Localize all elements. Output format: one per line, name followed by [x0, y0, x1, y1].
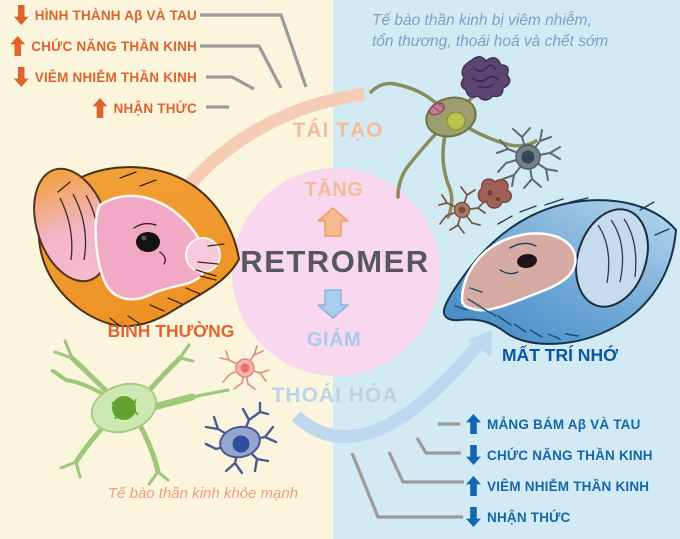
effect-label: CHỨC NĂNG THẦN KINH — [487, 447, 653, 463]
effect-row: CHỨC NĂNG THẦN KINH — [466, 445, 653, 465]
regeneration-label: TÁI TẠO — [292, 119, 384, 142]
increase-label: TĂNG — [304, 179, 364, 201]
disease-effects-connectors — [350, 422, 464, 519]
effect-label: NHẬN THỨC — [487, 509, 571, 525]
increase-arrow-icon — [317, 207, 349, 237]
retromer-circle — [232, 168, 440, 376]
normal-effects-list: HÌNH THÀNH Aβ VÀ TAU CHỨC NĂNG THẦN KINH… — [10, 5, 197, 118]
down-arrow-icon — [13, 67, 29, 87]
damaged-neuron-brown-icon — [438, 186, 486, 234]
up-arrow-icon — [92, 98, 108, 118]
down-arrow-icon — [466, 445, 481, 465]
effect-row: NHẬN THỨC — [466, 507, 571, 527]
down-arrow-icon — [13, 5, 29, 25]
effect-label: NHẬN THỨC — [113, 100, 197, 116]
normal-effects-connectors — [200, 13, 308, 109]
protein-aggregate-icon — [477, 178, 513, 209]
healthy-neuron-blue-icon — [204, 401, 278, 475]
healthy-neuron-caption: Tế bào thần kinh khỏe mạnh — [107, 485, 299, 502]
normal-mouse-illustration — [33, 166, 241, 327]
decrease-label: GIẢM — [306, 329, 362, 351]
effect-label: VIÊM NHIỄM THẦN KINH — [487, 478, 650, 494]
retromer-title: RETROMER — [240, 244, 430, 279]
effect-row: VIÊM NHIỄM THẦN KINH — [13, 67, 197, 87]
normal-state-label: BÌNH THƯỜNG — [107, 321, 235, 341]
effect-label: HÌNH THÀNH Aβ VÀ TAU — [34, 7, 197, 23]
down-arrow-icon — [466, 507, 481, 527]
microglia-icon — [496, 127, 561, 189]
dementia-state-label: MẤT TRÍ NHỚ — [501, 345, 619, 365]
up-arrow-icon — [466, 414, 481, 434]
effect-label: MẢNG BÁM Aβ VÀ TAU — [487, 416, 641, 432]
degeneration-arc-arrow — [291, 330, 492, 444]
effect-label: CHỨC NĂNG THẦN KINH — [31, 38, 197, 54]
effect-label: VIÊM NHIỄM THẦN KINH — [34, 69, 197, 85]
healthy-neuron-pink-icon — [219, 345, 270, 390]
disease-caption-line2: tổn thương, thoái hoá và chết sớm — [372, 33, 609, 50]
diseased-neuron-tangle-icon — [369, 56, 538, 219]
dementia-mouse-illustration — [442, 197, 678, 345]
effect-row: HÌNH THÀNH Aβ VÀ TAU — [13, 5, 197, 25]
up-arrow-icon — [466, 476, 481, 496]
up-arrow-icon — [10, 36, 26, 56]
healthy-neuron-green-icon — [51, 339, 230, 486]
effect-row: NHẬN THỨC — [92, 98, 198, 118]
degeneration-label: THOÁI HÓA — [271, 384, 399, 407]
disease-effects-list: MẢNG BÁM Aβ VÀ TAU CHỨC NĂNG THẦN KINH V… — [466, 414, 653, 527]
disease-caption: Tế bào thần kinh bị viêm nhiễm, tổn thươ… — [372, 10, 608, 52]
effect-row: VIÊM NHIỄM THẦN KINH — [466, 476, 649, 496]
disease-caption-line1: Tế bào thần kinh bị viêm nhiễm, — [372, 12, 592, 29]
effect-row: CHỨC NĂNG THẦN KINH — [10, 36, 197, 56]
decrease-arrow-icon — [317, 289, 349, 319]
effect-row: MẢNG BÁM Aβ VÀ TAU — [466, 414, 641, 434]
